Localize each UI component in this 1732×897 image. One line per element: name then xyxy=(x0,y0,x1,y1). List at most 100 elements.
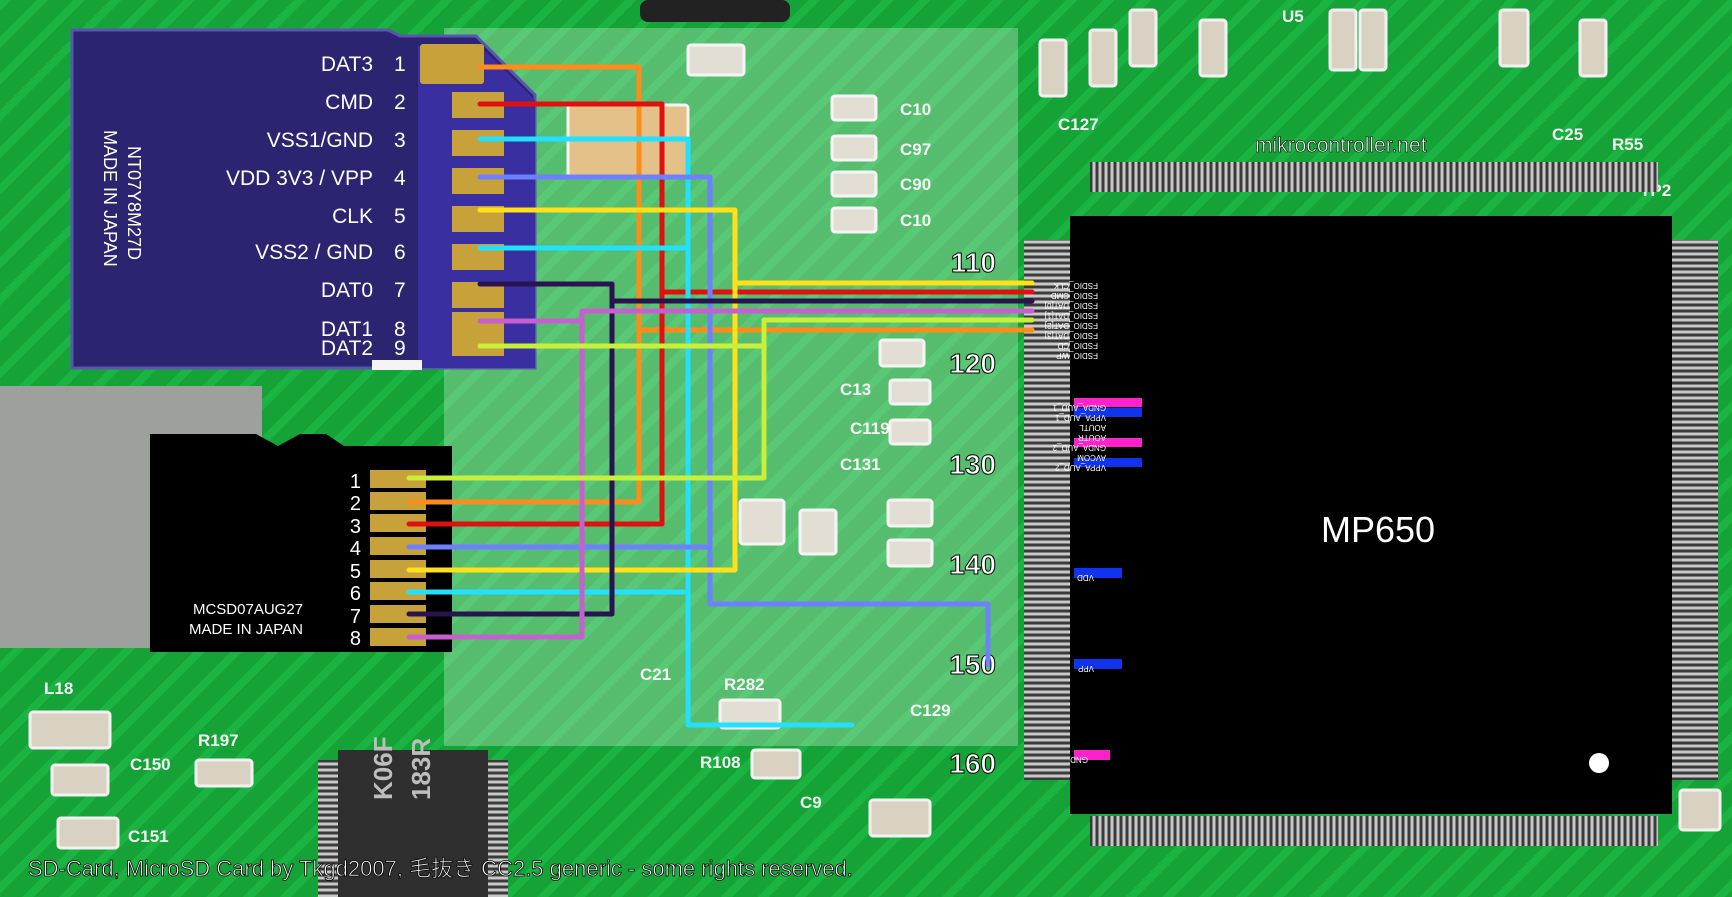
pin-label: GNDA_AUD_2 xyxy=(1052,443,1106,452)
sd-pin-name: CLK xyxy=(332,205,373,228)
microsd-pin-number: 7 xyxy=(350,606,361,628)
sd-pin-name: DAT1 xyxy=(321,318,373,341)
sd-pin-number: 6 xyxy=(394,241,406,264)
silk-label: R108 xyxy=(700,753,741,772)
chip-name: MP650 xyxy=(1321,509,1435,550)
sd-pin-name: DAT3 xyxy=(321,53,373,76)
sd-pin-name: VDD 3V3 / VPP xyxy=(226,167,373,190)
wire-cmd-micro xyxy=(406,289,665,527)
sd-pin-number: 9 xyxy=(394,337,406,360)
wire-clk xyxy=(477,207,1035,286)
pin-label: VPPA_AUD_2 xyxy=(1054,463,1106,472)
wire-dat0-micro xyxy=(406,298,615,617)
highlight-overlay xyxy=(444,28,1018,746)
silk-label: C150 xyxy=(130,755,171,774)
pin-label: FSDIO_CLK xyxy=(1053,281,1098,290)
sd-pin-number: 5 xyxy=(394,205,406,228)
pin-label: FSDIO_DAT[2] xyxy=(1045,321,1098,330)
pin-label: FSDIO_WP xyxy=(1056,351,1098,360)
wire-dat2-micro xyxy=(406,317,767,481)
sd-pin-number: 4 xyxy=(394,167,406,190)
microsd-pin-number: 4 xyxy=(350,538,361,560)
silk-label: C25 xyxy=(1552,125,1583,144)
sd-pin-number: 2 xyxy=(394,91,406,114)
silk-label: R282 xyxy=(724,675,765,694)
silk-label: C9 xyxy=(800,793,822,812)
microsd-marking: MCSD07AUG27 xyxy=(193,601,303,618)
silk-label: C131 xyxy=(840,455,881,474)
silk-label: C21 xyxy=(640,665,671,684)
pin-label: FSDIO_DAT[3] xyxy=(1045,331,1098,340)
sd-marking: NT07Y8M27D xyxy=(124,146,144,260)
pin-label: GNDA_AUD_1 xyxy=(1052,403,1106,412)
silk-label: C129 xyxy=(910,701,951,720)
wire-dat3-micro xyxy=(406,327,642,505)
microsd-card: 1 2 3 4 5 6 7 8 MCSD07AUG27 MADE IN JAPA… xyxy=(150,434,452,652)
pin-label: AOUTR xyxy=(1078,433,1106,442)
pin-number: 130 xyxy=(949,449,996,480)
ic-marking: 183R xyxy=(406,738,436,800)
wire-vdd xyxy=(477,174,991,668)
wire-dat3 xyxy=(477,64,1035,333)
microsd-marking: MADE IN JAPAN xyxy=(189,621,303,638)
pin1-marker xyxy=(1589,753,1609,773)
microsd-pin-number: 2 xyxy=(350,493,361,515)
silkscreen: C10 C97 C90 C10 C13 C119 C131 C21 R282 C… xyxy=(44,7,1671,846)
silk-label: C13 xyxy=(840,380,871,399)
silk-label: R197 xyxy=(198,731,239,750)
pin-label-vdd: VDD xyxy=(1077,573,1094,582)
microsd-pin-number: 8 xyxy=(350,628,361,650)
pin-label: AOUTL xyxy=(1079,423,1106,432)
sd-pin-number: 8 xyxy=(394,318,406,341)
sd-card: NT07Y8M27D MADE IN JAPAN xyxy=(70,28,537,370)
pin-label-vpp: VPP xyxy=(1078,664,1094,673)
wire-clk-micro xyxy=(406,280,738,573)
sd-pin-number: 7 xyxy=(394,279,406,302)
sd-pin-name: DAT0 xyxy=(321,279,373,302)
wire-dat0 xyxy=(477,281,1035,304)
pin-number: 140 xyxy=(949,549,996,580)
sd-pin-name: DAT2 xyxy=(321,337,373,360)
mp650-chip: MP650 xyxy=(1024,162,1718,846)
pin-number: 160 xyxy=(949,748,996,779)
silk-label: C119 xyxy=(850,419,890,438)
site-label: mikrocontroller.net xyxy=(1255,134,1427,157)
ic-marking: K06F xyxy=(368,736,398,800)
sd-marking: MADE IN JAPAN xyxy=(100,130,120,267)
silk-label: C10 xyxy=(900,100,931,119)
sd-pin-name: VSS2 / GND xyxy=(255,241,373,264)
silk-label: L18 xyxy=(44,679,73,698)
microsd-pin-number: 6 xyxy=(350,583,361,605)
wires xyxy=(406,64,1035,728)
pin-number-scale: 110 120 130 140 150 160 xyxy=(949,247,997,780)
pin-label-gnd: GND xyxy=(1070,755,1088,764)
sd-pin-number: 1 xyxy=(394,53,406,76)
pin-number: 120 xyxy=(949,348,996,379)
pin-label: AVCOM xyxy=(1077,453,1106,462)
silk-label: R55 xyxy=(1612,135,1643,154)
pin-number: 110 xyxy=(951,247,996,278)
caption: SD-Card, MicroSD Card by Tkgd2007, 毛抜き C… xyxy=(28,856,853,881)
silk-label: C97 xyxy=(900,140,931,159)
pin-label: FSDIO_CD xyxy=(1057,341,1098,350)
wire-dat1-micro xyxy=(406,308,585,640)
wire-vss1 xyxy=(477,136,855,728)
sd-pin-name: CMD xyxy=(325,91,373,114)
pin-label: FSDIO_CMD xyxy=(1051,291,1098,300)
sd-pin-name: VSS1/GND xyxy=(267,129,373,152)
pin-label: FSDIO_DAT[1] xyxy=(1045,311,1098,320)
pin-label: FSDIO_DAT[0] xyxy=(1045,301,1098,310)
sd-pin-number: 3 xyxy=(394,129,406,152)
chip-pin-labels: FSDIO_CLK FSDIO_CMD FSDIO_DAT[0] FSDIO_D… xyxy=(1045,281,1098,360)
chip-audio-pins: GNDA_AUD_1 VPPA_AUD_1 AOUTL AOUTR GNDA_A… xyxy=(1052,398,1142,764)
silk-label: C151 xyxy=(128,827,169,846)
silk-label: C90 xyxy=(900,175,931,194)
microsd-pin-number: 1 xyxy=(350,471,361,493)
pin-label: VPPA_AUD_1 xyxy=(1054,413,1106,422)
microsd-pin-number: 5 xyxy=(350,561,361,583)
wire-cmd xyxy=(477,101,1035,295)
microsd-pin-number: 3 xyxy=(350,516,361,538)
sd-pin-labels: DAT3 CMD VSS1/GND VDD 3V3 / VPP CLK VSS2… xyxy=(226,53,406,360)
silk-label: C127 xyxy=(1058,115,1099,134)
